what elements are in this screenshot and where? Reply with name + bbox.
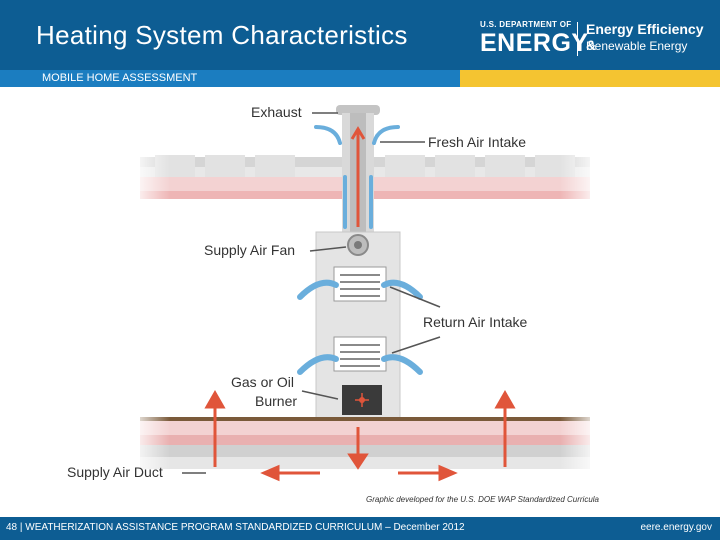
label-burner-line1: Gas or Oil	[231, 374, 295, 390]
furnace-diagram: Exhaust Fresh Air Intake Supply Air Fan …	[0, 87, 720, 517]
graphic-credit: Graphic developed for the U.S. DOE WAP S…	[366, 495, 599, 504]
label-return-air-intake: Return Air Intake	[423, 314, 528, 330]
footer-url[interactable]: eere.energy.gov	[640, 522, 712, 533]
floor-duct	[140, 417, 590, 469]
return-air-arrows	[297, 279, 423, 375]
logo-energy-text: ENERGY	[480, 29, 589, 57]
furnace-illustration	[130, 105, 600, 487]
footer-text: 48 | WEATHERIZATION ASSISTANCE PROGRAM S…	[6, 522, 465, 533]
label-burner-line2: Burner	[255, 393, 298, 409]
header-bar: Heating System Characteristics U.S. DEPA…	[0, 0, 720, 70]
footer-bar: 48 | WEATHERIZATION ASSISTANCE PROGRAM S…	[0, 517, 720, 540]
label-exhaust: Exhaust	[251, 104, 302, 120]
fresh-air-arrows	[314, 125, 400, 229]
subheader-accent	[460, 70, 720, 87]
label-supply-air-duct: Supply Air Duct	[67, 464, 163, 480]
supply-air-arrows	[204, 389, 516, 482]
logo-eere-line1: Energy Efficiency &	[586, 21, 704, 53]
doe-eere-logo: U.S. DEPARTMENT OF ENERGY Energy Efficie…	[480, 18, 712, 58]
leader-lines	[182, 112, 441, 474]
subheader-bar	[0, 70, 460, 87]
label-fresh-air-intake: Fresh Air Intake	[428, 134, 527, 150]
logo-divider	[577, 22, 578, 56]
furnace-cabinet	[315, 231, 401, 423]
flue-pipe	[336, 105, 380, 243]
label-supply-air-fan: Supply Air Fan	[204, 242, 296, 258]
logo-department-text: U.S. DEPARTMENT OF	[480, 20, 572, 29]
logo-eere-line2: Renewable Energy	[586, 39, 688, 53]
page-title: Heating System Characteristics	[36, 20, 408, 50]
subheader-text: MOBILE HOME ASSESSMENT	[42, 72, 198, 84]
